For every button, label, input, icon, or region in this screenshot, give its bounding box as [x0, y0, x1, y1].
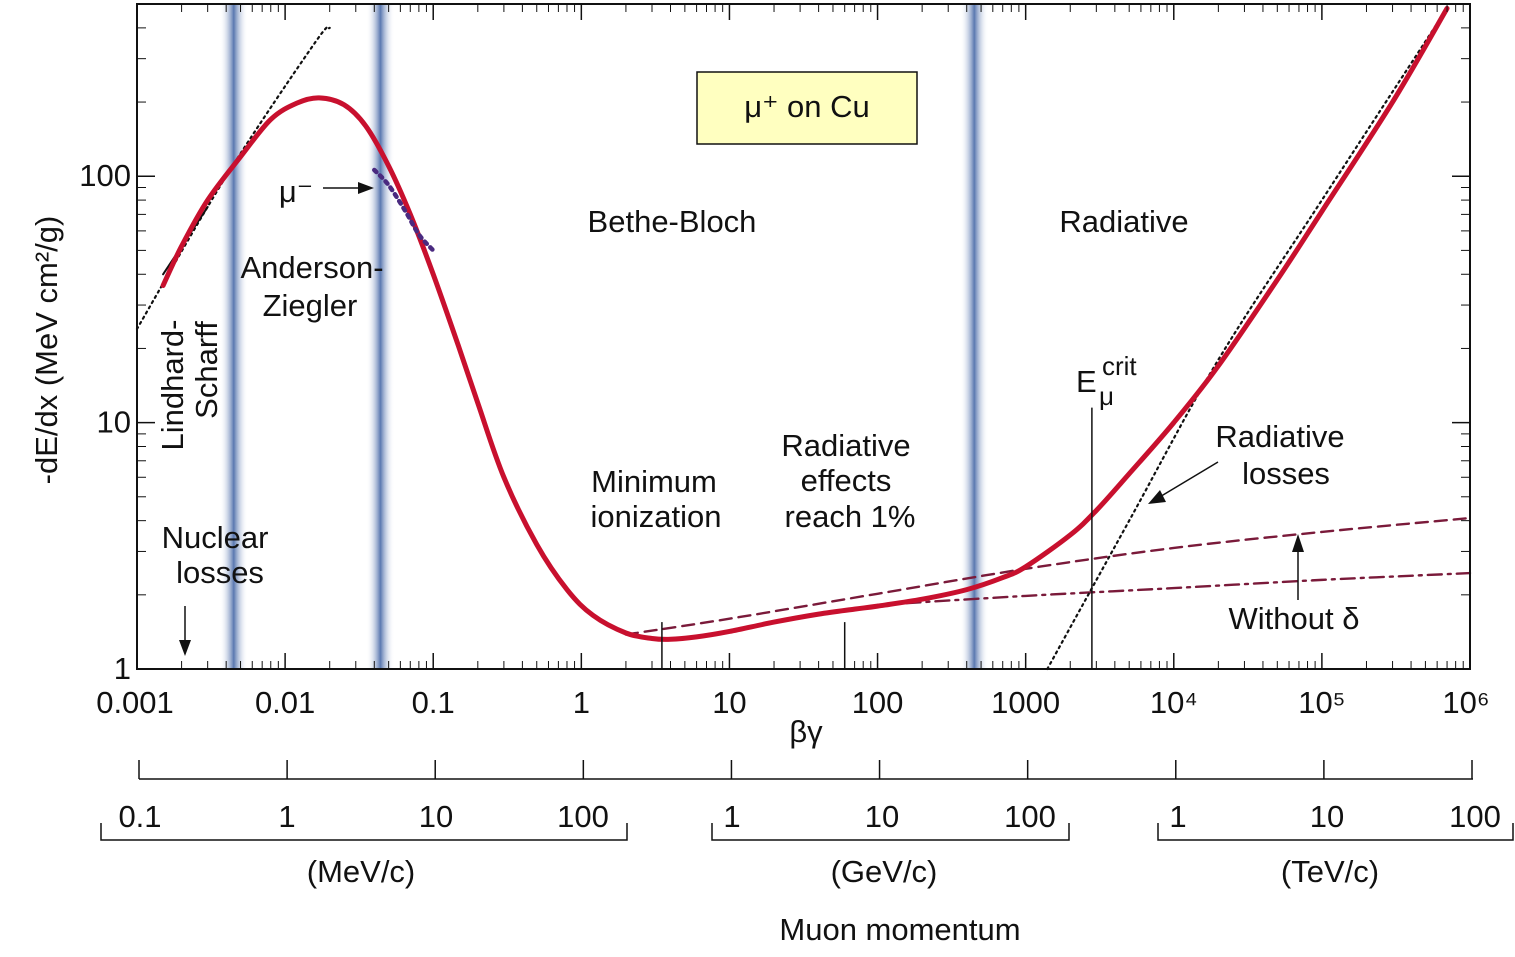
tev-bracket [1157, 823, 1514, 841]
ecrit-sub: μ [1099, 381, 1114, 411]
gev-unit: (GeV/c) [831, 854, 938, 889]
series-radiative-asymptote [1046, 7, 1449, 671]
rad-eff-label-2: effects [801, 463, 892, 498]
ylabel: -dE/dx (MeV cm²/g) [29, 216, 64, 485]
rad-losses-arrowhead [1148, 490, 1166, 504]
without-delta-arrowhead [1292, 534, 1304, 552]
ticks-layer: 0.001 0.01 0.1 1 10 100 1000 10⁴ 10⁵ 10⁶ 1 10 100 [79, 3, 1490, 720]
nuclear-label-1: Nuclear [162, 520, 269, 555]
anderson-label-2: Ziegler [263, 288, 358, 323]
x-tick-label: 1 [573, 685, 590, 720]
marker-lines [661, 407, 1093, 669]
curves-layer [135, 5, 1472, 671]
ecrit-base: E [1076, 364, 1097, 399]
series-total [160, 5, 1450, 642]
band-1 [366, 4, 395, 669]
annotations: μ⁺ on Cu -dE/dx (MeV cm²/g) βγ Nuclear l… [29, 71, 1360, 749]
nuclear-arrowhead [179, 640, 191, 656]
rad-losses-label-1: Radiative [1215, 419, 1344, 454]
rad-eff-label-1: Radiative [781, 428, 910, 463]
x-tick-label: 0.001 [96, 685, 174, 720]
xlabel: βγ [789, 714, 823, 749]
lindhard-label-2: Scharff [189, 321, 224, 419]
mev-tick-3: 100 [557, 799, 609, 834]
tev-tick-0: 1 [1169, 799, 1186, 834]
ecrit-sup: crit [1102, 351, 1137, 381]
x-tick-label: 10 [712, 685, 746, 720]
without-delta-label: Without δ [1229, 601, 1360, 636]
mev-tick-2: 10 [419, 799, 453, 834]
min-ion-label-2: ionization [591, 499, 722, 534]
x-tick-label: 0.01 [255, 685, 315, 720]
x-tick-label: 10⁵ [1298, 685, 1345, 720]
band-0 [219, 4, 248, 669]
mev-bracket [100, 823, 628, 841]
nuclear-label-2: losses [176, 555, 264, 590]
series-mu-minus [372, 167, 436, 253]
rad-losses-arrow [1157, 461, 1219, 499]
rad-losses-label-2: losses [1242, 456, 1330, 491]
gev-tick-0: 1 [723, 799, 740, 834]
bethe-label: Bethe-Bloch [588, 204, 757, 239]
tev-tick-1: 10 [1310, 799, 1344, 834]
y-tick-label: 100 [79, 158, 131, 193]
bands-layer [219, 4, 989, 669]
y-tick-label: 10 [97, 405, 131, 440]
rad-eff-label-3: reach 1% [785, 499, 916, 534]
plot-frame [136, 3, 1471, 670]
lindhard-label-1: Lindhard- [155, 320, 190, 451]
y-tick-label: 1 [114, 651, 131, 686]
mev-unit: (MeV/c) [307, 854, 416, 889]
x-tick-label: 10⁴ [1150, 685, 1198, 720]
x-tick-label: 10⁶ [1442, 685, 1489, 720]
title-box [696, 71, 918, 145]
momentum-title: Muon momentum [779, 912, 1020, 947]
tev-tick-2: 100 [1449, 799, 1501, 834]
ecrit-label: E [1076, 364, 1097, 399]
tev-unit: (TeV/c) [1281, 854, 1379, 889]
mu-minus-arrowhead [358, 182, 374, 194]
band-2 [960, 4, 989, 669]
radiative-label: Radiative [1059, 204, 1188, 239]
mev-tick-1: 1 [278, 799, 295, 834]
x-tick-label: 100 [852, 685, 904, 720]
gev-tick-1: 10 [865, 799, 899, 834]
series-without-delta [876, 571, 1472, 607]
gev-bracket [711, 823, 1070, 841]
min-ion-label-1: Minimum [591, 464, 717, 499]
x-tick-label: 0.1 [412, 685, 455, 720]
mu-minus-label: μ⁻ [279, 174, 313, 209]
momentum-axis: 0.1 1 10 100 (MeV/c) 1 10 100 (GeV/c) 1 … [100, 760, 1514, 947]
x-tick-label: 1000 [991, 685, 1060, 720]
gev-tick-2: 100 [1004, 799, 1056, 834]
mev-tick-0: 0.1 [118, 799, 161, 834]
anderson-label-1: Anderson- [240, 250, 383, 285]
title-box-text: μ⁺ on Cu [744, 89, 870, 124]
bg-scale-ticks [138, 760, 1473, 779]
